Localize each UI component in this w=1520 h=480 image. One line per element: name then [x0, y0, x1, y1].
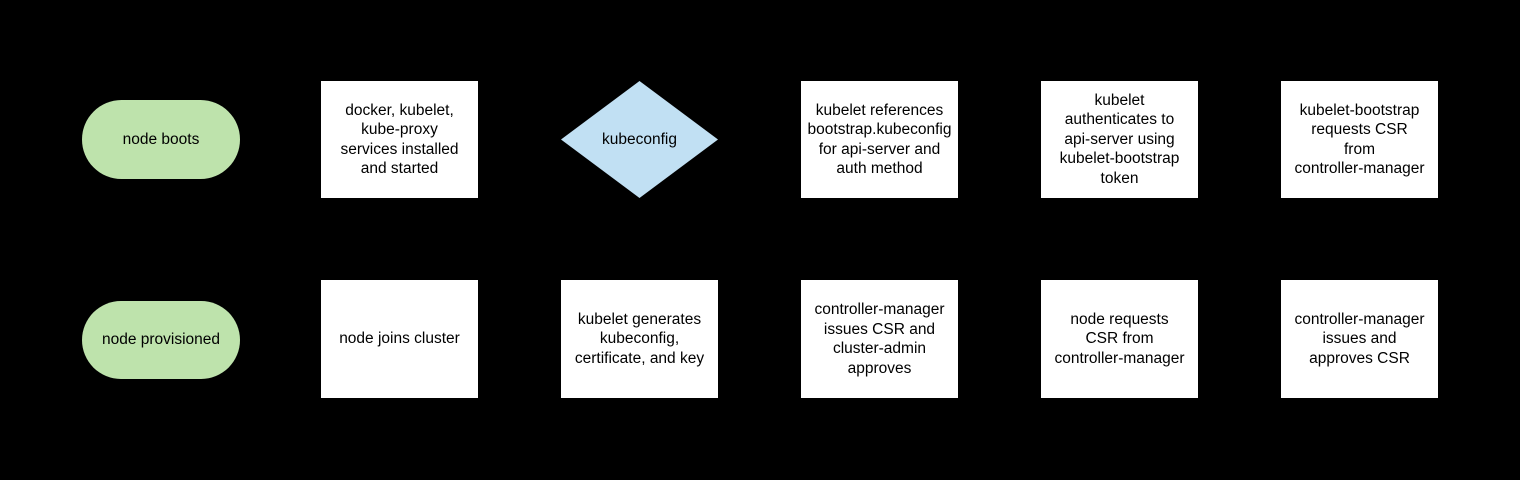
process-node-requests-csr: node requests CSR from controller-manage…: [1041, 280, 1198, 398]
terminator-node-provisioned: node provisioned: [82, 301, 240, 379]
process-services-installed: docker, kubelet, kube-proxy services ins…: [321, 81, 478, 198]
terminator-node-boots: node boots: [82, 100, 240, 179]
process-node-joins-cluster: node joins cluster: [321, 280, 478, 398]
process-controller-manager-issues-and-approves-csr: controller-manager issues and approves C…: [1281, 280, 1438, 398]
decision-kubeconfig: kubeconfig: [561, 81, 718, 198]
process-kubelet-references-bootstrap-kubeconfig: kubelet references bootstrap.kubeconfig …: [801, 81, 958, 198]
process-kubelet-generates-kubeconfig: kubelet generates kubeconfig, certificat…: [561, 280, 718, 398]
process-kubelet-authenticates: kubelet authenticates to api-server usin…: [1041, 81, 1198, 198]
process-controller-manager-issues-csr-cluster-admin-approves: controller-manager issues CSR and cluste…: [801, 280, 958, 398]
process-kubelet-bootstrap-requests-csr: kubelet-bootstrap requests CSR from cont…: [1281, 81, 1438, 198]
